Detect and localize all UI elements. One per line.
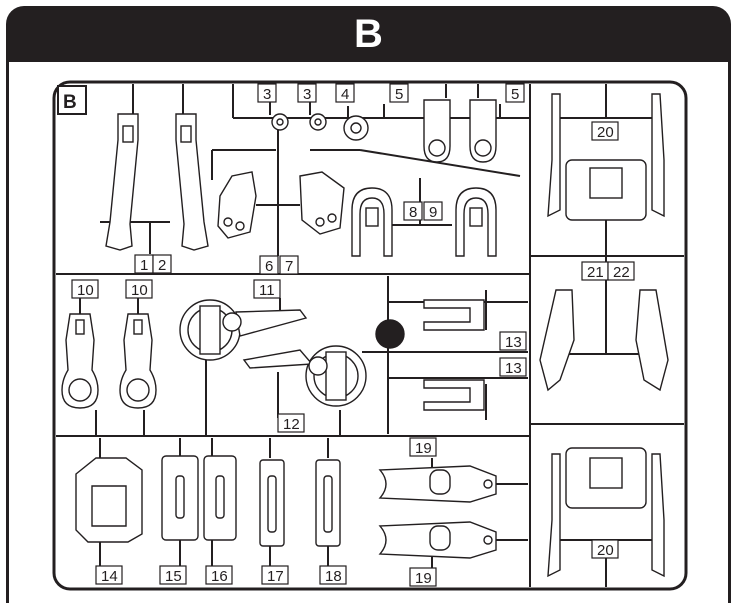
svg-text:15: 15 [165, 568, 182, 585]
part-1-leg [105, 113, 139, 251]
label-box: 13 [499, 331, 527, 351]
svg-text:18: 18 [325, 568, 342, 585]
middle-parts [61, 299, 485, 411]
svg-text:13: 13 [505, 360, 522, 377]
sheet-header: B [6, 6, 731, 62]
sheet-frame-right [728, 62, 731, 603]
svg-text:13: 13 [505, 334, 522, 351]
svg-text:12: 12 [283, 416, 300, 433]
part-21-arm [539, 289, 575, 392]
label-box: 1 [134, 254, 154, 274]
svg-text:4: 4 [341, 86, 349, 103]
svg-text:3: 3 [303, 86, 311, 103]
label-box: 5 [389, 83, 409, 103]
svg-text:20: 20 [597, 124, 614, 141]
label-box: 10 [71, 279, 99, 299]
svg-text:6: 6 [265, 258, 273, 275]
svg-text:21: 21 [587, 264, 604, 281]
svg-text:19: 19 [415, 440, 432, 457]
svg-text:9: 9 [429, 204, 437, 221]
label-box: 4 [335, 83, 355, 103]
label-box: 10 [125, 279, 153, 299]
part-8-arch [351, 187, 393, 257]
sheet-frame-left [6, 62, 9, 603]
top-parts [105, 99, 497, 257]
label-box: 2 [152, 254, 172, 274]
label-box: 18 [319, 565, 347, 585]
label-box: 13 [499, 357, 527, 377]
label-box: 22 [607, 261, 635, 281]
sprue-frame [52, 80, 688, 591]
label-box: 7 [279, 255, 299, 275]
part-22-arm [635, 289, 669, 392]
label-box: 9 [423, 201, 443, 221]
label-box: 19 [409, 437, 437, 457]
part-20-frame-bottom [547, 453, 561, 578]
svg-text:19: 19 [415, 570, 432, 587]
label-box: 6 [259, 255, 279, 275]
label-box: 5 [505, 83, 525, 103]
part-13-clip-a [423, 299, 485, 331]
bottom-parts [75, 455, 497, 559]
svg-text:11: 11 [259, 282, 275, 299]
label-box: 11 [253, 279, 281, 299]
svg-text:5: 5 [395, 86, 403, 103]
label-box: 14 [95, 565, 123, 585]
label-box: 15 [159, 565, 187, 585]
sprue-gate-dot [375, 319, 405, 349]
svg-text:22: 22 [613, 264, 630, 281]
label-box: 21 [581, 261, 609, 281]
label-box: 20 [591, 121, 619, 141]
label-box: 8 [403, 201, 423, 221]
svg-text:7: 7 [285, 258, 293, 275]
svg-text:14: 14 [101, 568, 118, 585]
label-box: 17 [261, 565, 289, 585]
svg-text:8: 8 [409, 204, 417, 221]
svg-text:3: 3 [263, 86, 271, 103]
label-box: 12 [277, 413, 305, 433]
svg-text:10: 10 [77, 282, 94, 299]
part-13-clip-b [423, 379, 485, 411]
svg-text:1: 1 [140, 257, 148, 274]
corner-tag: B [57, 85, 87, 115]
svg-text:17: 17 [267, 568, 284, 585]
svg-text:16: 16 [211, 568, 228, 585]
svg-text:5: 5 [511, 86, 519, 103]
label-box: 19 [409, 567, 437, 587]
part-9-arch [455, 187, 497, 257]
svg-text:2: 2 [158, 257, 166, 274]
part-2-leg [175, 113, 209, 251]
svg-text:20: 20 [597, 542, 614, 559]
sheet-title: B [354, 12, 383, 56]
part-20-frame-top [547, 93, 561, 218]
part-labels: 1 2 3 3 4 5 5 6 7 8 9 10 10 11 12 13 13 … [71, 83, 635, 587]
label-box: 20 [591, 539, 619, 559]
corner-label: B [63, 92, 77, 113]
right-parts [539, 93, 669, 578]
svg-text:10: 10 [131, 282, 148, 299]
label-box: 3 [257, 83, 277, 103]
label-box: 3 [297, 83, 317, 103]
label-box: 16 [205, 565, 233, 585]
